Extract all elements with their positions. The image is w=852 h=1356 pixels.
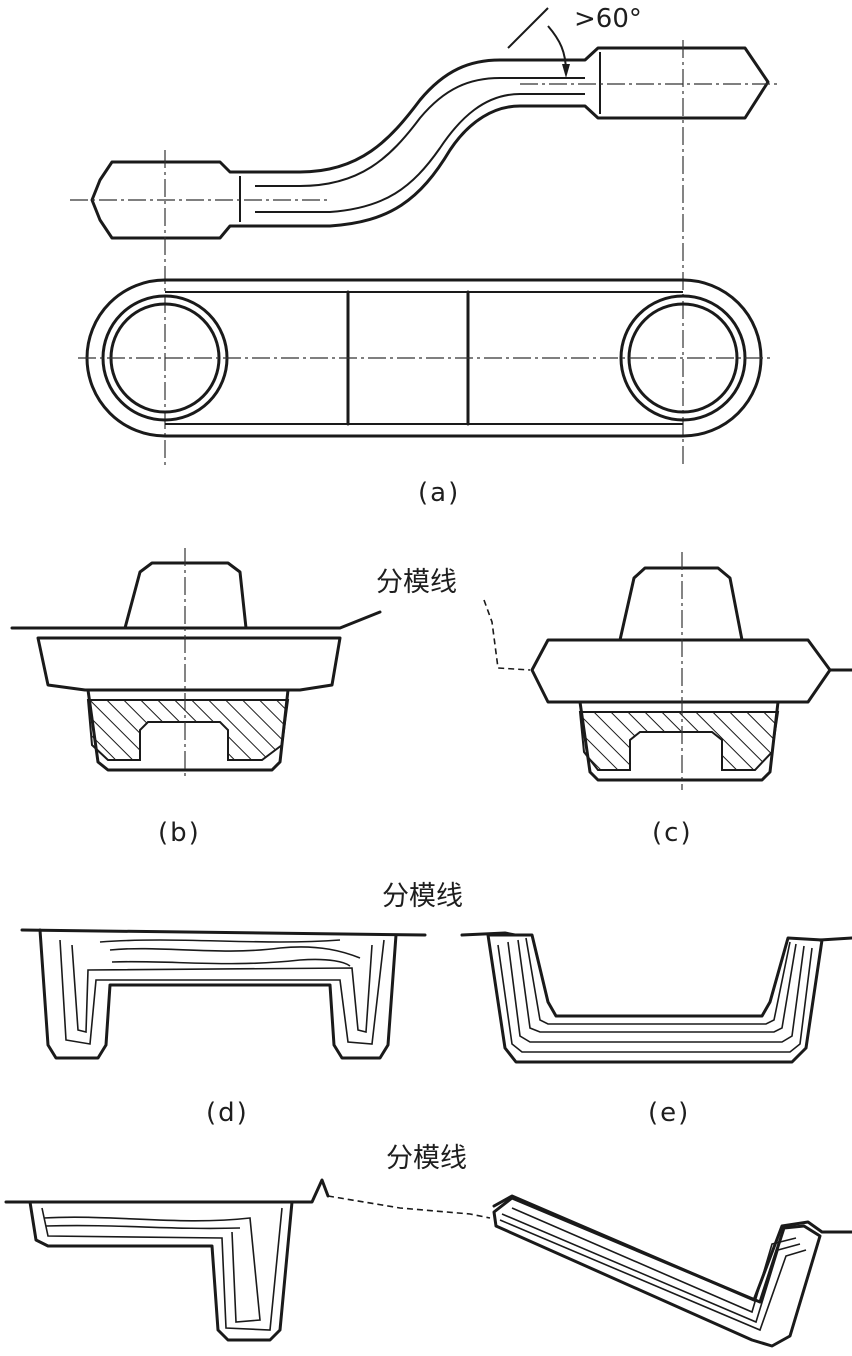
grain-line-d-5 [99,939,341,943]
caption-c: (c) [652,818,693,848]
parting-line-label-1: 分模线 [376,567,457,598]
upper-boss-b [123,561,248,630]
lever-inner-line-upper [255,77,585,187]
parting-line-c-leader [483,599,531,671]
lever-elevation-outline [90,46,770,240]
caption-a: (a) [418,478,461,508]
grain-line-f-2 [43,1216,261,1323]
upper-boss-c [618,566,744,642]
grain-line-e-4 [525,937,791,1025]
grain-line-f-4 [501,1213,801,1324]
grain-line-d-1 [59,939,385,1045]
parting-line-b [10,610,382,630]
angle-extension-line [507,7,549,49]
parting-line-d [20,928,427,937]
lower-body-c [578,700,780,782]
figure-d-grain-flow [20,928,427,1060]
hatched-section-c [578,711,780,771]
caption-d: (d) [206,1098,249,1128]
outline-f-right [492,1196,822,1348]
grain-line-f-6 [511,1207,797,1314]
outline-e [486,933,824,1064]
figure-e-grain-flow [460,931,852,1064]
grain-line-e-1 [497,944,813,1053]
lever-inner-line-lower [255,93,585,213]
angle-label: >60° [574,4,642,34]
figure-f-grain-flow [4,1178,852,1348]
figure-a-elevation [70,7,780,465]
parting-line-label-3: 分模线 [386,1143,467,1174]
figure-c-section [483,552,852,790]
parting-line-f-left [4,1178,330,1204]
outline-f-left [28,1200,294,1342]
figure-a-plan [78,278,770,438]
parting-line-f-leader [327,1195,491,1219]
grain-line-f-3 [45,1224,241,1230]
grain-line-e-3 [517,939,797,1033]
parting-line-e-right [818,936,852,942]
flange-c [530,638,832,704]
caption-b: (b) [158,818,201,848]
grain-line-f-5 [499,1219,807,1332]
parting-line-f-right [492,1194,852,1302]
grain-line-e-2 [507,941,805,1043]
grain-line-d-4 [111,958,351,967]
parting-line-label-2: 分模线 [382,881,463,912]
caption-e: (e) [648,1098,691,1128]
grain-line-d-3 [109,946,361,959]
flange-b [36,636,342,692]
grain-line-f-1 [41,1207,283,1331]
angle-arrow-icon [562,64,570,78]
grain-line-d-2 [71,944,373,1034]
lever-plan-outline [85,278,763,438]
outline-d [38,928,398,1060]
figure-b-section [10,548,382,778]
hatched-section-b [86,699,290,761]
